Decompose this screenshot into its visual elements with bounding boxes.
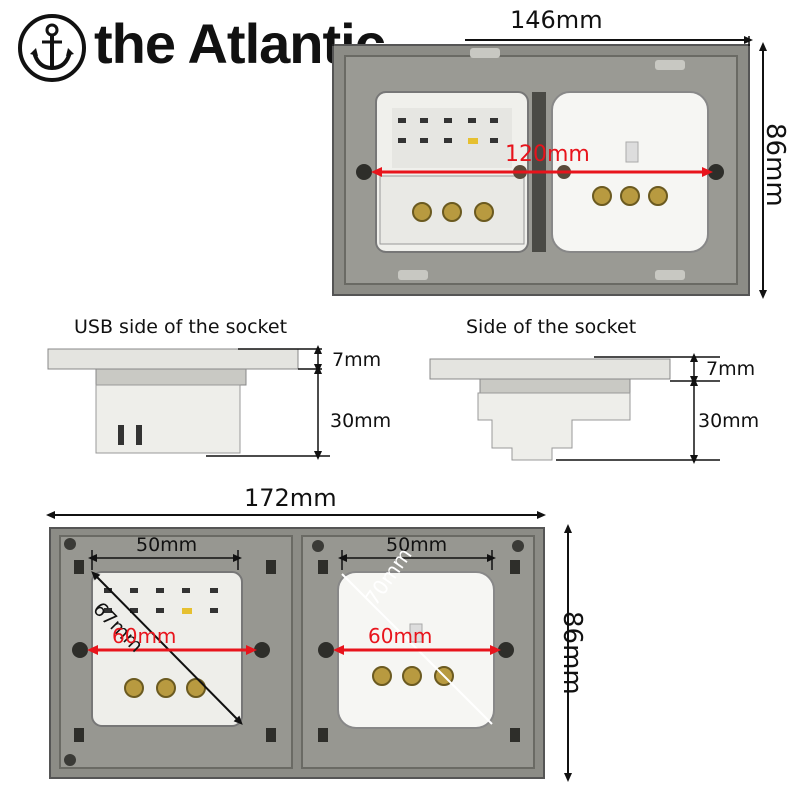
left-module-width-label: 50mm [136, 534, 198, 556]
top-width-label: 146mm [510, 6, 603, 34]
top-center-label: 120mm [505, 142, 590, 167]
top-height-label: 86mm [760, 123, 790, 207]
right-screw-label: 60mm [368, 624, 433, 648]
anchor-icon [30, 23, 74, 71]
top-view [332, 36, 767, 299]
socket-side-depth-label: 30mm [698, 410, 760, 432]
bottom-width-label: 172mm [244, 484, 337, 512]
usb-side-panel-label: 7mm [332, 349, 382, 371]
logo-badge [18, 14, 86, 82]
socket-side-panel-label: 7mm [706, 358, 756, 380]
side-view-socket [429, 353, 720, 464]
bottom-view [46, 511, 572, 782]
right-module-width-label: 50mm [386, 534, 448, 556]
left-screw-label: 60mm [112, 624, 177, 648]
usb-side-caption: USB side of the socket [74, 316, 288, 338]
bottom-height-label: 86mm [557, 611, 587, 695]
usb-side-depth-label: 30mm [330, 410, 392, 432]
socket-side-caption: Side of the socket [466, 316, 637, 338]
side-view-usb [47, 345, 330, 460]
